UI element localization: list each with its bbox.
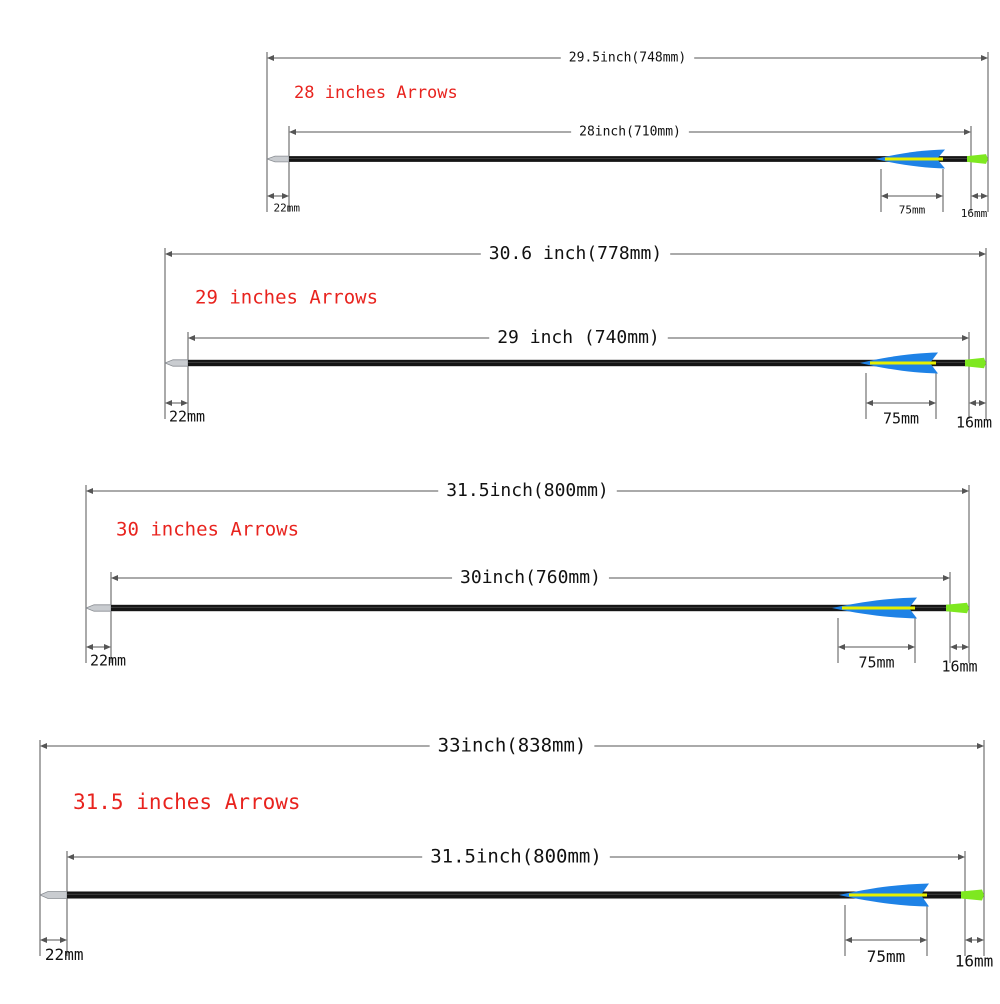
point-dimension-arrowhead-left <box>40 937 47 943</box>
arrow-vane-bottom <box>875 159 945 169</box>
arrow-group-4: 33inch(838mm) 31.5 inches Arrows 31.5inch(… <box>39 735 994 971</box>
shaft-length-dimension-label: 28inch(710mm) <box>579 125 681 140</box>
total-length-dimension-arrowhead-right <box>977 743 984 749</box>
arrow-title: 30 inches Arrows <box>116 519 299 541</box>
arrow-nock <box>961 889 984 901</box>
nock-dimension-arrowhead-left <box>965 937 972 943</box>
nock-dimension-arrowhead-left <box>971 193 978 199</box>
arrow-shaft-weave <box>111 606 950 608</box>
arrow-vane-stripe <box>885 157 943 161</box>
total-length-dimension-arrowhead-left <box>40 743 47 749</box>
shaft-length-dimension-arrowhead-right <box>958 854 965 860</box>
shaft-length-dimension-arrowhead-left <box>67 854 74 860</box>
arrow-vane-top <box>860 352 938 363</box>
arrow-vane-top <box>839 883 929 895</box>
shaft-length-dimension-label: 31.5inch(800mm) <box>430 846 602 868</box>
total-length-dimension-label: 33inch(838mm) <box>438 735 587 757</box>
arrow-group-1: 29.5inch(748mm) 28 inches Arrows 28inch(71… <box>265 51 989 220</box>
arrow-shaft-weave <box>188 361 969 363</box>
arrow-vane-stripe <box>842 606 915 610</box>
vane-dimension-arrowhead-left <box>881 193 888 199</box>
nock-dimension-arrowhead-right <box>979 400 986 406</box>
arrow-title: 31.5 inches Arrows <box>73 790 301 814</box>
shaft-length-dimension-arrowhead-right <box>962 335 969 341</box>
vane-dimension-arrowhead-left <box>866 400 873 406</box>
arrow-title: 28 inches Arrows <box>294 83 458 103</box>
arrow-title: 29 inches Arrows <box>195 287 378 309</box>
point-dimension-arrowhead-right <box>282 193 289 199</box>
arrow-vane-stripe <box>849 893 927 897</box>
arrow-nock <box>946 602 969 614</box>
point-dimension-arrowhead-right <box>181 400 188 406</box>
total-length-dimension-label: 30.6 inch(778mm) <box>489 243 662 264</box>
vane-dimension-arrowhead-right <box>908 644 915 650</box>
vane-dimension-arrowhead-right <box>929 400 936 406</box>
arrow-group-3: 31.5inch(800mm) 30 inches Arrows 30inch(76… <box>84 480 978 676</box>
nock-dimension-arrowhead-right <box>977 937 984 943</box>
nock-length-label: 16mm <box>955 952 994 971</box>
total-length-dimension-arrowhead-left <box>267 55 274 61</box>
arrow-point <box>84 604 112 612</box>
point-dimension-arrowhead-left <box>165 400 172 406</box>
vane-length-label: 75mm <box>858 654 894 672</box>
point-length-label: 22mm <box>45 945 84 964</box>
vane-length-label: 75mm <box>867 947 906 966</box>
nock-dimension-arrowhead-left <box>969 400 976 406</box>
shaft-length-dimension-label: 30inch(760mm) <box>460 567 601 588</box>
vane-length-label: 75mm <box>883 410 919 428</box>
arrow-vane-stripe <box>870 361 936 365</box>
arrow-vane-top <box>875 149 945 159</box>
total-length-dimension-arrowhead-right <box>962 488 969 494</box>
point-dimension-arrowhead-right <box>60 937 67 943</box>
total-length-dimension-arrowhead-left <box>86 488 93 494</box>
total-length-dimension-arrowhead-left <box>165 251 172 257</box>
nock-length-label: 16mm <box>961 207 988 220</box>
total-length-dimension-arrowhead-right <box>979 251 986 257</box>
point-length-label: 22mm <box>274 202 301 215</box>
shaft-length-dimension-arrowhead-left <box>111 575 118 581</box>
arrow-point <box>39 891 68 899</box>
nock-dimension-arrowhead-right <box>981 193 988 199</box>
vane-dimension-arrowhead-left <box>845 937 852 943</box>
nock-length-label: 16mm <box>941 658 977 676</box>
shaft-length-dimension-arrowhead-right <box>964 129 971 135</box>
nock-length-label: 16mm <box>956 414 992 432</box>
arrow-nock <box>965 357 986 369</box>
point-dimension-arrowhead-left <box>267 193 274 199</box>
vane-dimension-arrowhead-right <box>920 937 927 943</box>
shaft-length-dimension-label: 29 inch (740mm) <box>497 327 660 348</box>
total-length-dimension-arrowhead-right <box>981 55 988 61</box>
vane-dimension-arrowhead-left <box>838 644 845 650</box>
total-length-dimension-label: 29.5inch(748mm) <box>569 51 686 66</box>
point-length-label: 22mm <box>90 652 126 670</box>
arrow-vane-top <box>832 597 917 608</box>
shaft-length-dimension-arrowhead-left <box>188 335 195 341</box>
vane-dimension-arrowhead-right <box>936 193 943 199</box>
total-length-dimension-label: 31.5inch(800mm) <box>446 480 609 501</box>
point-dimension-arrowhead-right <box>104 644 111 650</box>
arrow-point <box>163 359 189 367</box>
arrow-nock <box>967 154 988 164</box>
point-length-label: 22mm <box>169 408 205 426</box>
arrow-vane-bottom <box>839 895 929 907</box>
shaft-length-dimension-arrowhead-right <box>943 575 950 581</box>
arrow-shaft-weave <box>67 893 965 895</box>
nock-dimension-arrowhead-left <box>950 644 957 650</box>
nock-dimension-arrowhead-right <box>962 644 969 650</box>
arrow-vane-bottom <box>860 363 938 374</box>
vane-length-label: 75mm <box>899 203 926 216</box>
arrow-point <box>265 155 290 163</box>
shaft-length-dimension-arrowhead-left <box>289 129 296 135</box>
point-dimension-arrowhead-left <box>86 644 93 650</box>
arrow-shaft-weave <box>289 157 971 159</box>
arrow-vane-bottom <box>832 608 917 619</box>
arrow-group-2: 30.6 inch(778mm) 29 inches Arrows 29 inch … <box>163 243 992 432</box>
